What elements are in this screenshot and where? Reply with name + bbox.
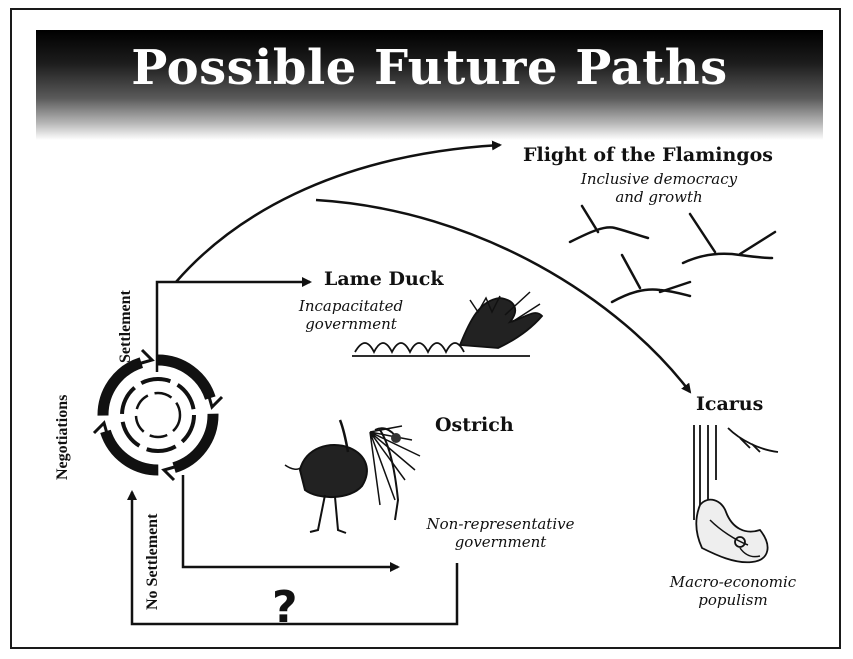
flamingos-path-description: Inclusive democracy and growth [559, 170, 759, 206]
flamingos-description-line-2: and growth [615, 188, 703, 206]
flamingos-path-name: Flight of the Flamingos [523, 144, 773, 166]
lame-duck-path-name: Lame Duck [324, 268, 444, 290]
negotiations-cycle-icon [92, 348, 224, 482]
no-settlement-label: No Settlement [144, 513, 161, 610]
icarus-path-description: Macro-economic populism [648, 573, 818, 609]
lame-duck-illustration [352, 291, 544, 357]
title-band [36, 30, 823, 140]
ostrich-path-description: Non-representative government [413, 515, 588, 551]
flamingo-birds-illustration [568, 204, 777, 304]
icarus-description-line-2: populism [698, 591, 768, 609]
flamingos-description-line-1: Inclusive democracy [580, 170, 738, 188]
icarus-path-name: Icarus [696, 393, 764, 415]
icarus-arrow [315, 198, 692, 394]
negotiations-label: Negotiations [54, 394, 71, 480]
settlement-label: Settlement [117, 290, 134, 363]
ostrich-path-name: Ostrich [435, 414, 514, 436]
slide-title: Possible Future Paths [131, 40, 728, 96]
flamingos-arrow [175, 140, 502, 283]
settlement-branch-line [155, 277, 312, 372]
ostrich-illustration [284, 419, 421, 534]
ostrich-description-line-1: Non-representative [426, 515, 575, 533]
ostrich-description-line-2: government [454, 533, 547, 551]
unknown-path-question-mark: ? [272, 582, 298, 633]
lame-duck-path-description: Incapacitated government [276, 297, 426, 333]
lame-duck-description-line-2: government [305, 315, 397, 333]
lame-duck-description-line-1: Incapacitated [298, 297, 404, 315]
icarus-illustration [693, 425, 779, 564]
no-settlement-lower-line [181, 475, 400, 572]
return-loop-line [127, 490, 459, 626]
icarus-description-line-1: Macro-economic [669, 573, 797, 591]
